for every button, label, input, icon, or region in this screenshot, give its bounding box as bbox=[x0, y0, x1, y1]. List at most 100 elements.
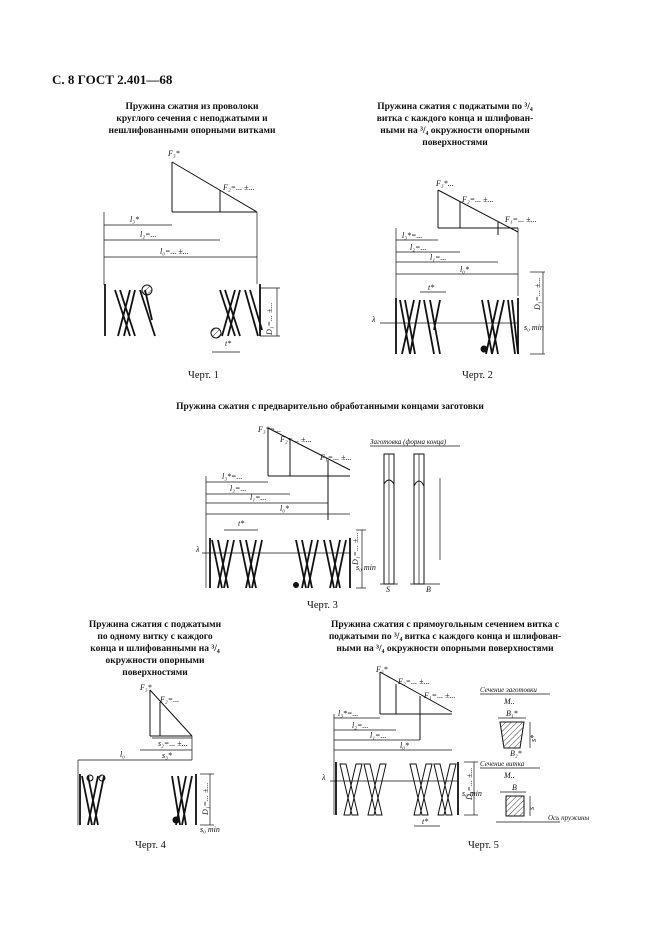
figure-2-caption: Пружина сжатия с поджатыми по ³/₄ витка … bbox=[355, 102, 555, 150]
figure-1-caption: Пружина сжатия из проволоки круглого сеч… bbox=[92, 102, 292, 138]
chert-5-label: Черт. 5 bbox=[468, 840, 499, 851]
caption-line: окружности опорными bbox=[105, 655, 205, 666]
d1-label: D₁=... ±... bbox=[533, 278, 542, 311]
blank-bars bbox=[383, 453, 425, 585]
axis-label: Ось пружины bbox=[548, 814, 589, 822]
caption-line: Пружина сжатия с предварительно обработа… bbox=[176, 402, 484, 412]
f2-label: F₂=... ±... bbox=[279, 435, 311, 444]
blank-label: Заготовка (форма конца) bbox=[370, 438, 447, 446]
f2-label: F₂=... ±... bbox=[461, 195, 493, 204]
s1-label: s bbox=[527, 807, 536, 810]
l3-label: l₃* bbox=[130, 215, 139, 224]
f1-label: F₁=... ±... bbox=[319, 453, 351, 462]
caption-line: Пружина сжатия с поджатыми по ³/₄ bbox=[377, 102, 533, 112]
l3-label: l₃*=... bbox=[222, 472, 242, 481]
s3-label: s₃* bbox=[162, 751, 172, 760]
figure-4-drawing: F₃* F₂=... s₂=... ±... s₃* l₀ D₁=... ±..… bbox=[77, 683, 220, 834]
pitch-label: t* bbox=[422, 817, 428, 826]
d1-label: D₁=... ±... bbox=[201, 783, 210, 816]
s-label: S bbox=[386, 585, 390, 594]
caption-line: Пружина сжатия с поджатыми bbox=[88, 620, 222, 630]
chert-2-label: Черт. 2 bbox=[462, 370, 493, 381]
caption-line: по одному витку с каждого bbox=[97, 631, 213, 642]
chert-1-label: Черт. 1 bbox=[188, 370, 219, 381]
caption-line: поверхностями bbox=[122, 667, 188, 678]
caption-line: витка с каждого конца и шлифован- bbox=[376, 113, 534, 124]
f2-label: F₂=... bbox=[159, 695, 179, 704]
m1-label: M.. bbox=[503, 697, 515, 706]
l2-label: l₂=... bbox=[140, 230, 156, 239]
l2-label: l₂=... bbox=[410, 243, 426, 252]
f3-label: F₃* bbox=[167, 149, 180, 158]
f1-label: F₁=... ±... bbox=[504, 215, 536, 224]
caption-line: Пружина сжатия с прямоугольным сечением … bbox=[331, 620, 559, 630]
l3-label: l₃*=... bbox=[338, 709, 358, 718]
f2-label: F₂=... ±... bbox=[397, 677, 429, 686]
figure-4-caption: Пружина сжатия с поджатыми по одному вит… bbox=[70, 620, 240, 679]
f3-label: F₃*... bbox=[435, 179, 454, 188]
caption-line: ными на ³/₄ окружности опорными bbox=[380, 125, 530, 136]
b-label: B bbox=[512, 783, 517, 792]
l0-label: l₀* bbox=[400, 741, 409, 750]
figure-1-drawing: F₃* F₂=... ±... l₃* l₂=... l₀=... ±... D… bbox=[103, 149, 280, 353]
figure-3-caption: Пружина сжатия с предварительно обработа… bbox=[120, 402, 540, 414]
f2-label: F₂=... ±... bbox=[222, 183, 254, 192]
smin-label: s₀ min bbox=[200, 825, 220, 834]
lambda-label: λ bbox=[321, 773, 326, 782]
b1-label: B₁* bbox=[506, 709, 518, 718]
l0-label: l₀ bbox=[120, 750, 125, 759]
l1-label: l₁=... bbox=[430, 253, 446, 262]
caption-line: поджатыми по ³/₄ витка с каждого конца и… bbox=[328, 631, 562, 642]
force-slope-line bbox=[171, 161, 258, 213]
b2-label: B₂* bbox=[510, 749, 522, 758]
l2-label: l₂=... bbox=[352, 721, 368, 730]
pitch-label: t* bbox=[238, 519, 244, 528]
pitch-label: t* bbox=[428, 283, 434, 292]
lambda-label: λ bbox=[371, 315, 376, 324]
chert-4-label: Черт. 4 bbox=[135, 840, 166, 851]
spring-3 bbox=[209, 538, 351, 589]
blank-section-label: Сечение заготовки bbox=[480, 686, 537, 694]
caption-line: ными на ³/₄ окружности опорными поверхно… bbox=[336, 643, 554, 654]
caption-line: конца и шлифованными на ³/₄ bbox=[90, 643, 220, 654]
coil-section-label: Сечение витка bbox=[480, 760, 525, 768]
figure-5-caption: Пружина сжатия с прямоугольным сечением … bbox=[300, 620, 590, 656]
b-label: B bbox=[426, 585, 431, 594]
s2-label: s₂=... ±... bbox=[158, 739, 188, 748]
smin-label: s₀ min bbox=[356, 563, 376, 572]
smin-label: s₀ min bbox=[462, 789, 482, 798]
figure-5-drawing: F₃* F₂=... ±... F₁=... ±... l₃*=... l₂=.… bbox=[321, 665, 589, 827]
page-title: С. 8 ГОСТ 2.401—68 bbox=[52, 72, 173, 87]
chert-3-label: Черт. 3 bbox=[307, 600, 338, 611]
d1-label: D₁=... ±... bbox=[465, 768, 474, 801]
caption-line: круглого сечения с неподжатыми и bbox=[116, 113, 268, 124]
spring-5 bbox=[335, 762, 459, 816]
l0-label: l₀* bbox=[280, 504, 289, 513]
pitch-label: t* bbox=[225, 339, 231, 348]
caption-line: поверхностями bbox=[422, 137, 488, 148]
f3-label: F₃*=... bbox=[257, 425, 281, 434]
s-label: s* bbox=[529, 735, 538, 742]
caption-line: Пружина сжатия из проволоки bbox=[125, 102, 259, 112]
d1-label: D₁=... ±... bbox=[351, 533, 360, 566]
figure-3-drawing: F₃*=... F₂=... ±... F₁=... ±... l₃*=... … bbox=[195, 425, 460, 594]
spring-1 bbox=[104, 284, 263, 339]
m2-label: M.. bbox=[503, 771, 515, 780]
l0-label: l₀* bbox=[460, 265, 469, 274]
spring-2 bbox=[395, 298, 519, 355]
l3-label: l₃*=... bbox=[402, 231, 422, 240]
d1-label: D₁=... ±... bbox=[265, 303, 274, 336]
f3-label: F₃* bbox=[375, 665, 388, 674]
force-slope-line bbox=[437, 189, 519, 233]
caption-line: нешлифованными опорными витками bbox=[108, 125, 276, 136]
f1-label: F₁=... ±... bbox=[423, 691, 455, 700]
l2-label: l₂=... bbox=[230, 484, 246, 493]
l1-label: l₁=... bbox=[250, 493, 266, 502]
spring-4 bbox=[79, 774, 197, 826]
l1-label: l₁=... bbox=[370, 731, 386, 740]
f3-label: F₃* bbox=[139, 683, 152, 692]
lambda-label: λ bbox=[195, 545, 200, 554]
figure-2-drawing: F₃*... F₂=... ±... F₁=... ±... l₃*=... l… bbox=[371, 179, 545, 355]
smin-label: s₀ min bbox=[524, 323, 544, 332]
